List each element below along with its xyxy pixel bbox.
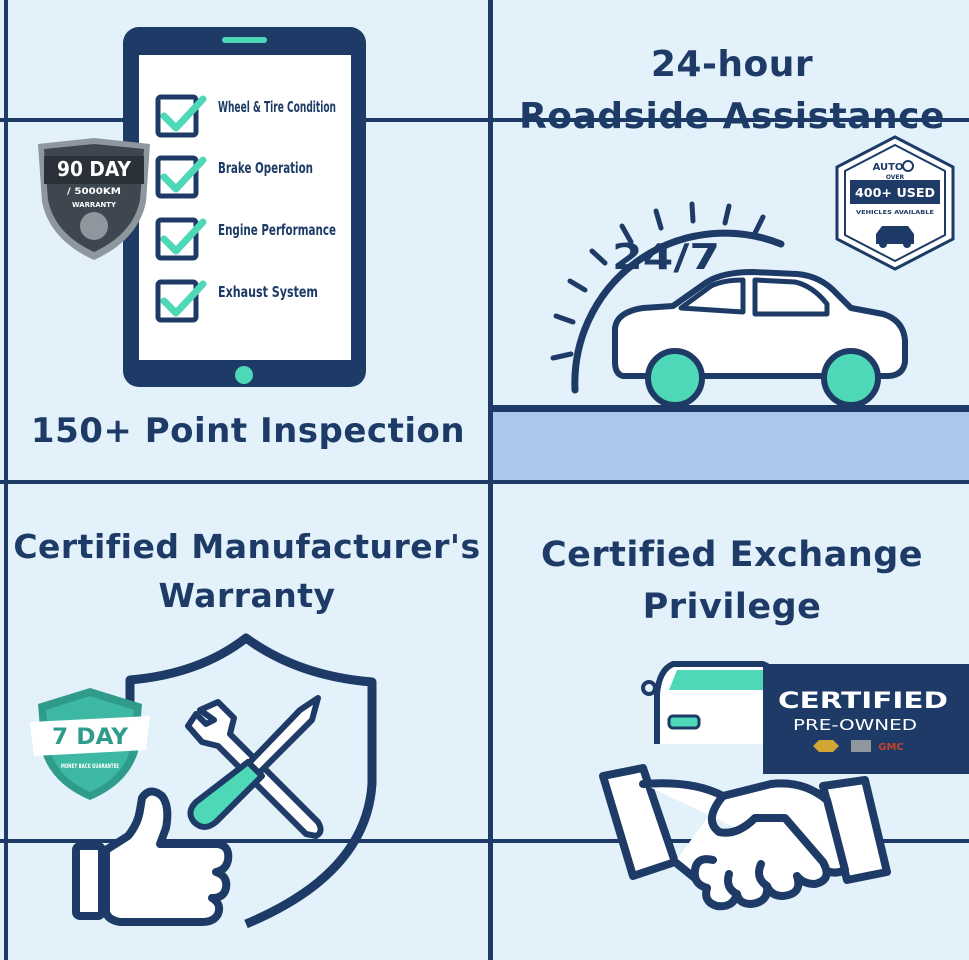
cpo-badge-line2: PRE-OWNED: [793, 716, 917, 734]
grid-line-middle: [0, 480, 969, 484]
panel-title-roadside-line2: Roadside Assistance: [519, 96, 945, 137]
checklist-item-4: Exhaust System: [218, 283, 318, 301]
panel-title-warranty-line2: Warranty: [158, 576, 336, 615]
used-vehicles-badge: AUTO OVER 400+ USED VEHICLES AVAILABLE: [835, 135, 955, 271]
badge-guarantee-text: MONEY BACK GUARANTEE: [61, 763, 119, 770]
badge-distance-text: / 5000KM: [67, 187, 121, 197]
panel-title-warranty-line1: Certified Manufacturer's: [13, 527, 481, 566]
car-front-icon: [641, 661, 786, 744]
handshake-icon: [599, 764, 891, 911]
used-badge-count: 400+ USED: [855, 186, 935, 200]
used-badge-caption: VEHICLES AVAILABLE: [856, 210, 935, 216]
panel-title-inspection: 150+ Point Inspection: [30, 411, 466, 451]
check-icon-1: [155, 94, 207, 138]
shield-tools-icon: [72, 633, 377, 929]
panel-title-exchange-line2: Privilege: [642, 587, 822, 627]
grid-line-center: [488, 0, 493, 960]
check-icon-4: [155, 279, 207, 323]
screwdriver-icon: [187, 695, 321, 830]
money-back-guarantee-badge: 7 DAY MONEY BACK GUARANTEE: [30, 688, 150, 800]
grid-line-top: [0, 118, 969, 122]
grid-line-left: [4, 0, 8, 960]
badge-7-day-text: 7 DAY: [52, 725, 129, 750]
used-badge-over: OVER: [886, 174, 905, 181]
badge-warranty-text: WARRANTY: [72, 201, 117, 209]
grid-line-bottom: [0, 839, 969, 843]
check-icon-2: [155, 155, 207, 199]
panel-title-exchange-line1: Certified Exchange: [540, 535, 924, 575]
panel-title-roadside-line1: 24-hour: [650, 44, 814, 85]
badge-90-day-text: 90 DAY: [57, 157, 131, 181]
handshake-car-icon: CERTIFIED PRE-OWNED GMC: [599, 661, 969, 911]
warranty-90-day-badge: 90 DAY / 5000KM WARRANTY: [38, 138, 150, 260]
cpo-badge-brand: GMC: [878, 742, 904, 753]
used-badge-brand: AUTO: [873, 162, 904, 173]
roadside-car-icon: 24/7: [493, 201, 969, 480]
check-icon-3: [155, 217, 207, 261]
checklist-item-3: Engine Performance: [218, 221, 336, 239]
cpo-badge-line1: CERTIFIED: [778, 689, 948, 714]
dial-label-24-7: 24/7: [612, 237, 720, 278]
thumbs-up-icon: [72, 787, 233, 926]
tablet-checklist-icon: Wheel & Tire Condition Brake Operation E…: [123, 27, 366, 387]
checklist-item-2: Brake Operation: [218, 159, 313, 177]
checklist-item-1: Wheel & Tire Condition: [218, 98, 336, 116]
